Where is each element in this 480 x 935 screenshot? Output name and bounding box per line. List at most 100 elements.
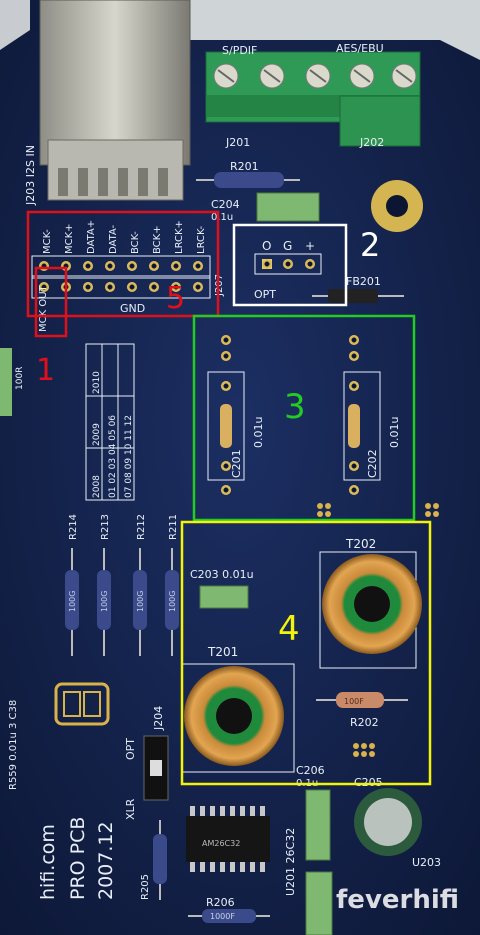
- capacitor-c202: [343, 335, 381, 495]
- label-t202: T202: [345, 537, 376, 551]
- header-j207: [31, 255, 211, 299]
- label-r213: R213: [100, 514, 111, 540]
- opt-pin-g: G: [283, 239, 292, 253]
- band-r214: 100G: [68, 591, 77, 612]
- date-table: [85, 343, 135, 501]
- pin-label-4: DATA-: [108, 224, 119, 254]
- resistor-r205: [153, 820, 167, 900]
- label-r201: R201: [230, 160, 259, 173]
- annotation-label-1: 1: [36, 353, 55, 388]
- label-fb201: FB201: [346, 275, 381, 288]
- label-opt: OPT: [254, 288, 276, 301]
- band-r212: 100G: [136, 591, 145, 612]
- pin-label-1: MCK-: [42, 229, 53, 254]
- terminal-block-j201-j202: [205, 51, 421, 147]
- label-r202: R202: [350, 716, 379, 729]
- band-r211: 100G: [168, 591, 177, 612]
- i2s-connector: [39, 0, 191, 201]
- date-year-2008: 2008: [92, 475, 102, 498]
- capacitor-c204: [256, 192, 320, 222]
- chinese-logo: [54, 682, 110, 726]
- background-corner: [0, 0, 30, 50]
- annotation-box-1: [34, 266, 68, 338]
- capacitor-bottom: [305, 871, 333, 935]
- electrolytic-capacitor: [354, 788, 422, 856]
- opt-connector: [254, 253, 322, 275]
- pin-label-5: BCK-: [130, 231, 141, 254]
- jumper-j204: [143, 735, 169, 801]
- date-year-2010: 2010: [92, 371, 102, 394]
- mounting-hole: [371, 180, 423, 232]
- annotation-label-2: 2: [360, 226, 380, 264]
- pin-label-7: LRCK+: [174, 220, 185, 254]
- brand-date: 2007.12: [95, 821, 117, 900]
- band-r202: 100F: [344, 697, 364, 706]
- chip-marking: AM26C32: [202, 839, 240, 848]
- capacitor-left-edge: [0, 348, 12, 416]
- opt-pin-o: O: [262, 239, 271, 253]
- label-r205: R205: [140, 874, 151, 900]
- capacitor-c206: [305, 789, 331, 861]
- pin-label-3: DATA+: [86, 220, 97, 254]
- annotation-label-3: 3: [284, 387, 306, 427]
- label-mck-out: MCK OUT: [38, 284, 49, 332]
- resistor-r206: [188, 909, 270, 923]
- label-xlr: XLR: [124, 798, 137, 820]
- label-u203: U203: [412, 856, 441, 869]
- date-row1: 01 02 03 04 05 06: [108, 415, 118, 498]
- ferrite-fb201: [312, 289, 404, 303]
- label-j202: J202: [359, 136, 384, 149]
- label-j203: J203 I2S IN: [24, 145, 37, 206]
- ic-am26c32: [186, 806, 270, 872]
- label-c204: C204: [211, 198, 240, 211]
- band-r213: 100G: [100, 591, 109, 612]
- annotation-box-5: [26, 210, 220, 318]
- brand-site: hifi.com: [37, 824, 59, 900]
- label-c202-value: 0.01u: [388, 417, 401, 448]
- pin-label-6: BCK+: [152, 225, 163, 254]
- label-c205: C205: [354, 776, 383, 789]
- resistor-r201: [196, 172, 300, 188]
- label-u201: U201 26C32: [284, 828, 297, 896]
- label-gnd: GND: [120, 302, 145, 315]
- transformer-t201: [181, 663, 295, 773]
- label-aesebu: AES/EBU: [336, 42, 384, 55]
- pad-grid: [317, 503, 439, 757]
- date-year-2009: 2009: [92, 423, 102, 446]
- label-j204: J204: [152, 706, 165, 731]
- band-r206: 1000F: [210, 912, 235, 921]
- annotation-label-5: 5: [166, 281, 185, 316]
- annotation-box-4: [180, 520, 432, 786]
- date-row2: 07 08 09 10 11 12: [124, 415, 134, 498]
- label-r214: R214: [68, 514, 79, 540]
- label-100r: 100R: [15, 367, 25, 390]
- pin-label-2: MCK+: [64, 223, 75, 254]
- label-r206: R206: [206, 896, 235, 909]
- resistor-row: [65, 548, 179, 656]
- header-pins: [39, 261, 203, 292]
- pin-label-8: LRCK-: [196, 225, 207, 254]
- label-c201-value: 0.01u: [252, 417, 265, 448]
- opt-pin-plus: +: [305, 239, 315, 253]
- annotation-label-4: 4: [278, 609, 300, 649]
- label-j207: J207: [214, 274, 225, 297]
- label-j201: J201: [225, 136, 250, 149]
- label-opt-j204: OPT: [124, 738, 137, 760]
- label-c203: C203 0.01u: [190, 568, 254, 581]
- side-silkscreen: R559 0.01u 3 C38: [8, 700, 19, 790]
- resistor-r202: [316, 692, 408, 708]
- annotation-box-3: [192, 314, 416, 522]
- label-c206: C206: [296, 764, 325, 777]
- label-c202: C202: [366, 449, 379, 478]
- capacitor-c201: [207, 335, 245, 495]
- transformer-t202: [319, 551, 422, 669]
- background-wall: [190, 0, 480, 60]
- label-spdif: S/PDIF: [222, 44, 257, 57]
- label-c204-value: 0.1u: [211, 212, 233, 223]
- label-r211: R211: [168, 514, 179, 540]
- watermark: feverhifi: [336, 885, 459, 915]
- capacitor-c203: [199, 585, 249, 609]
- brand-pcb: PRO PCB: [67, 817, 89, 900]
- annotation-box-2: [232, 223, 348, 307]
